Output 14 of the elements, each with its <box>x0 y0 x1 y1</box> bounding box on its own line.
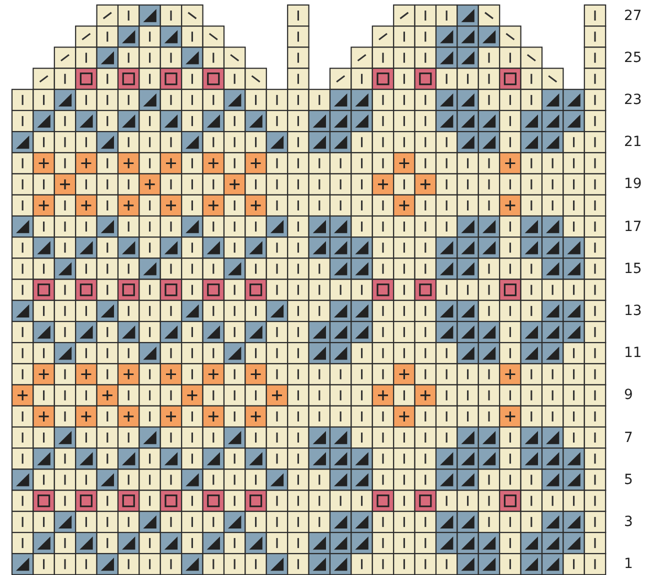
row-number: 11 <box>624 345 642 362</box>
row-number: 3 <box>624 514 633 530</box>
row-number: 7 <box>624 430 633 446</box>
row-number: 1 <box>624 556 633 572</box>
row-number: 17 <box>624 218 642 235</box>
row-number: 27 <box>624 8 642 24</box>
row-number: 15 <box>624 260 642 277</box>
row-number: 21 <box>624 134 642 150</box>
row-number: 5 <box>624 472 633 488</box>
row-number: 19 <box>624 176 642 192</box>
row-number: 13 <box>624 302 642 319</box>
row-number: 9 <box>624 387 633 404</box>
row-number: 25 <box>624 50 642 66</box>
row-number: 23 <box>624 92 642 108</box>
